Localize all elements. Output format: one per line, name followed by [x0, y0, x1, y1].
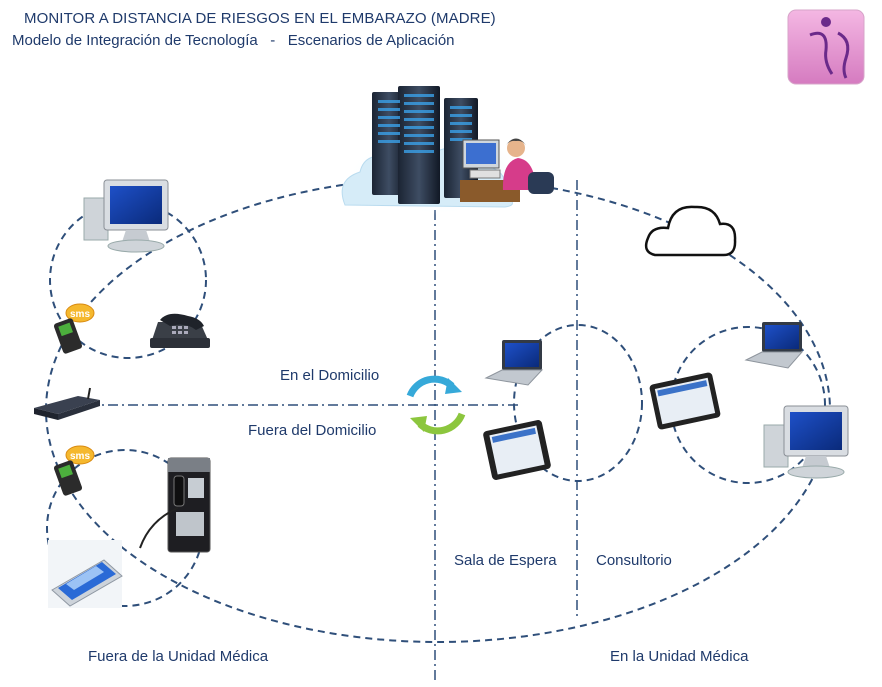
payphone-icon [139, 457, 211, 553]
sms-label-bottom: sms [70, 451, 90, 462]
logo-icon [787, 9, 865, 85]
diagram-subtitle: Modelo de Integración de Tecnología - Es… [12, 32, 455, 49]
tablet-icon-office [649, 372, 721, 430]
cloud-icon [644, 205, 737, 257]
server-cluster [341, 86, 554, 215]
sync-icon [406, 375, 466, 435]
laptop-icon-office [744, 322, 804, 369]
sms-label-top: sms [70, 309, 90, 320]
phone-icon [150, 313, 210, 348]
waiting-room-circle [513, 324, 643, 482]
sms-bubble-top [65, 303, 95, 323]
tablet-icon-outside [48, 540, 123, 608]
desktop-icon [83, 179, 169, 253]
desktop-icon-office [763, 405, 849, 479]
dashdot-lines [48, 180, 578, 682]
laptop-icon-waiting [484, 340, 544, 386]
tablet-icon-waiting [483, 420, 551, 480]
sms-bubble-bottom [65, 445, 95, 465]
router-icon [34, 387, 100, 420]
label-sala-espera: Sala de Espera [454, 552, 557, 569]
mobile-icon-bottom: sms [53, 445, 95, 496]
operator-icon [460, 138, 554, 202]
label-en-unidad: En la Unidad Médica [610, 648, 749, 665]
label-consultorio: Consultorio [596, 552, 672, 569]
label-en-domicilio: En el Domicilio [280, 367, 380, 384]
label-fuera-domicilio: Fuera del Domicilio [248, 422, 377, 439]
diagram-title: MONITOR A DISTANCIA DE RIESGOS EN EL EMB… [24, 10, 496, 27]
label-fuera-unidad: Fuera de la Unidad Médica [88, 648, 269, 665]
mobile-icon-top: sms [53, 303, 95, 354]
